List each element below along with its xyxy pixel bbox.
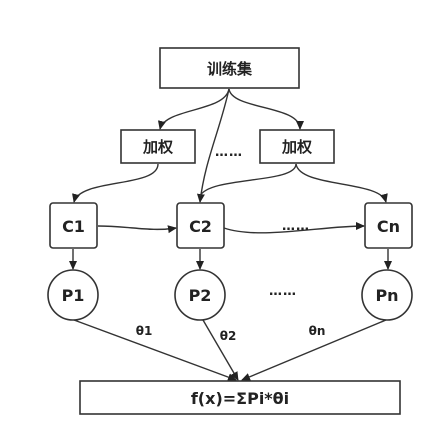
weighting-right-node: 加权 [259, 129, 335, 164]
classifier-c1-node: C1 [49, 202, 98, 249]
weighting-left-label: 加权 [142, 138, 174, 156]
edge-c1-to-c2 [97, 225, 177, 234]
weighting-right-label: 加权 [281, 138, 313, 156]
prediction-p1-label: P1 [62, 286, 85, 305]
edge-pn-to-formula [241, 319, 387, 381]
classifier-c2-node: C2 [176, 202, 225, 249]
prediction-pn-label: Pn [375, 286, 398, 305]
edge-training-to-weight-left [157, 88, 230, 130]
weight-theta1-label: θ1 [136, 324, 153, 338]
classifier-c1-label: C1 [62, 217, 85, 236]
weighting-ellipsis: …… [215, 145, 243, 160]
weighting-left-node: 加权 [120, 129, 196, 164]
edge-p1-to-formula [73, 319, 237, 381]
edge-weight-right-to-c2 [199, 163, 297, 197]
prediction-p1-node: P1 [47, 269, 99, 321]
classifier-ellipsis: …… [282, 219, 310, 234]
training-set-label: 训练集 [207, 60, 253, 78]
edge-weight-left-to-c1 [72, 163, 159, 203]
prediction-p2-node: P2 [174, 269, 226, 321]
formula-label: f(x)=ΣPi*θi [191, 389, 289, 408]
classifier-cn-node: Cn [364, 202, 413, 249]
edge-p2-to-formula [202, 319, 239, 381]
weight-thetan-label: θn [309, 324, 326, 338]
prediction-p2-label: P2 [189, 286, 212, 305]
edge-c2-to-cn [223, 222, 365, 234]
edge-training-to-c2 [196, 88, 230, 203]
edges [69, 88, 392, 381]
classifier-cn-label: Cn [377, 217, 400, 236]
prediction-ellipsis: …… [269, 284, 297, 299]
formula-node: f(x)=ΣPi*θi [79, 380, 401, 415]
edge-training-to-weight-right [228, 88, 304, 130]
edge-weight-right-to-cn [295, 163, 388, 203]
classifier-c2-label: C2 [189, 217, 212, 236]
training-set-node: 训练集 [159, 47, 300, 89]
weight-theta2-label: θ2 [220, 329, 237, 343]
prediction-pn-node: Pn [361, 269, 413, 321]
